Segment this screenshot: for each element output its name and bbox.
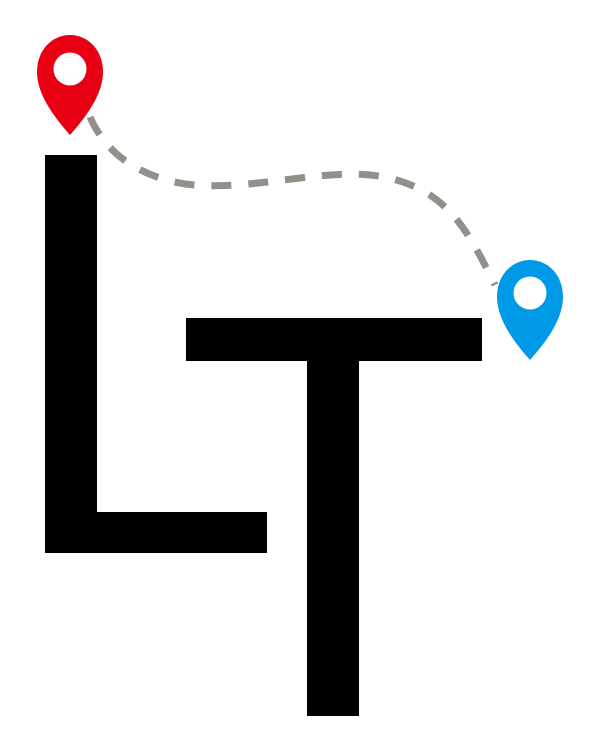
letter-l-stem bbox=[45, 155, 97, 553]
letter-l-foot bbox=[45, 512, 267, 553]
letter-t bbox=[186, 318, 482, 716]
destination-map-pin-icon bbox=[497, 260, 563, 360]
dashed-route-path bbox=[86, 115, 499, 287]
letter-t-bar bbox=[186, 318, 482, 361]
letter-l bbox=[45, 155, 267, 553]
origin-map-pin-icon bbox=[37, 35, 103, 135]
letter-t-stem bbox=[307, 360, 359, 716]
